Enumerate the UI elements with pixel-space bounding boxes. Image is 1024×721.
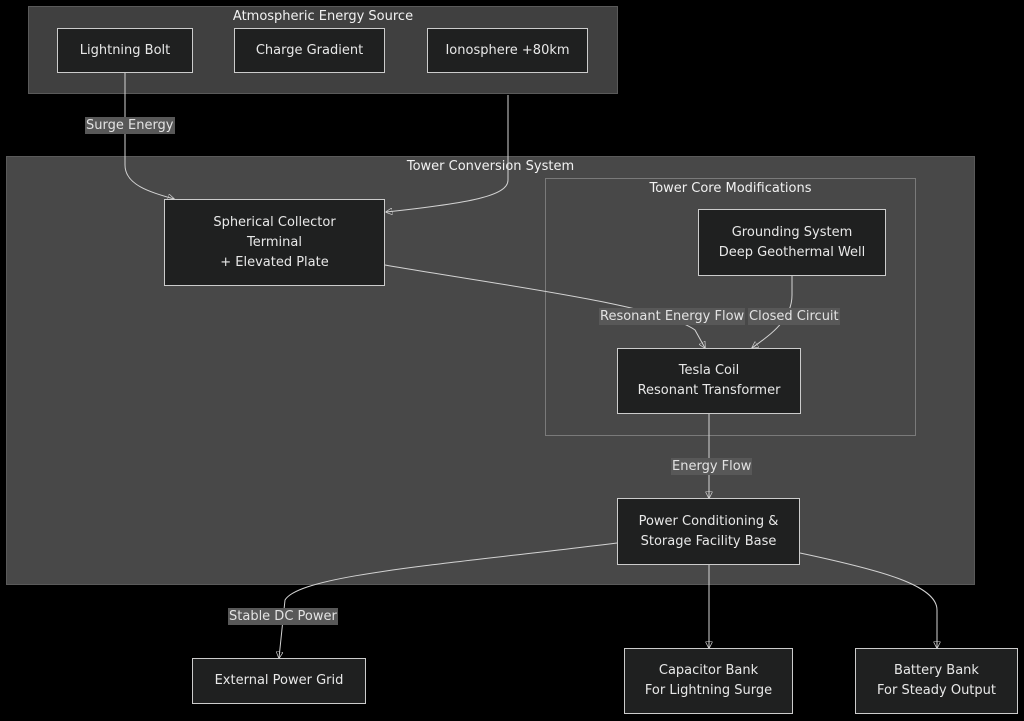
edge-label-closed-circuit: Closed Circuit [748, 308, 840, 325]
edge-label-surge-energy: Surge Energy [85, 117, 175, 134]
node-label: Grounding System [731, 224, 853, 240]
edge-collector-to-tesla [384, 264, 705, 348]
node-battery-bank[interactable]: Battery Bank For Steady Output [855, 648, 1018, 714]
node-label: Charge Gradient [255, 42, 364, 58]
node-label: For Lightning Surge [644, 683, 773, 698]
node-label: + Elevated Plate [220, 254, 329, 270]
node-lightning-bolt[interactable]: Lightning Bolt [57, 28, 193, 73]
node-label: Deep Geothermal Well [718, 244, 866, 260]
edge-label-stable-dc-power: Stable DC Power [228, 608, 338, 625]
node-label: Capacitor Bank [658, 663, 759, 678]
edge-lightning-to-collector [124, 73, 174, 199]
node-label: Spherical Collector [213, 214, 336, 230]
node-label: Tesla Coil [678, 363, 740, 378]
node-charge-gradient[interactable]: Charge Gradient [234, 28, 385, 73]
node-ionosphere[interactable]: Ionosphere +80km [427, 28, 588, 73]
node-label: Ionosphere +80km [445, 42, 570, 58]
node-spherical-collector[interactable]: Spherical Collector Terminal + Elevated … [164, 199, 385, 286]
node-label: Power Conditioning & [638, 513, 779, 529]
node-label: Terminal [247, 234, 302, 250]
cluster-title: Atmospheric Energy Source [232, 9, 414, 24]
node-grounding-system[interactable]: Grounding System Deep Geothermal Well [698, 209, 886, 276]
cluster-title: Tower Core Modifications [649, 181, 812, 196]
edge-ionosphere-to-collector [386, 95, 509, 212]
edge-label-resonant-energy-flow: Resonant Energy Flow [599, 308, 746, 325]
node-label: External Power Grid [214, 673, 344, 688]
node-external-power-grid[interactable]: External Power Grid [192, 658, 366, 704]
node-capacitor-bank[interactable]: Capacitor Bank For Lightning Surge [624, 648, 793, 714]
node-label: Battery Bank [894, 663, 979, 678]
edge-power-to-battery [799, 552, 937, 648]
cluster-title: Tower Conversion System [406, 159, 575, 174]
node-tesla-coil[interactable]: Tesla Coil Resonant Transformer [617, 348, 801, 414]
node-power-conditioning[interactable]: Power Conditioning & Storage Facility Ba… [617, 498, 800, 565]
node-label: Resonant Transformer [637, 383, 781, 398]
edge-label-energy-flow: Energy Flow [671, 458, 753, 475]
edge-power-to-external-grid [279, 542, 618, 658]
node-label: Lightning Bolt [79, 42, 171, 58]
node-label: For Steady Output [877, 683, 996, 698]
node-label: Storage Facility Base [640, 533, 777, 549]
